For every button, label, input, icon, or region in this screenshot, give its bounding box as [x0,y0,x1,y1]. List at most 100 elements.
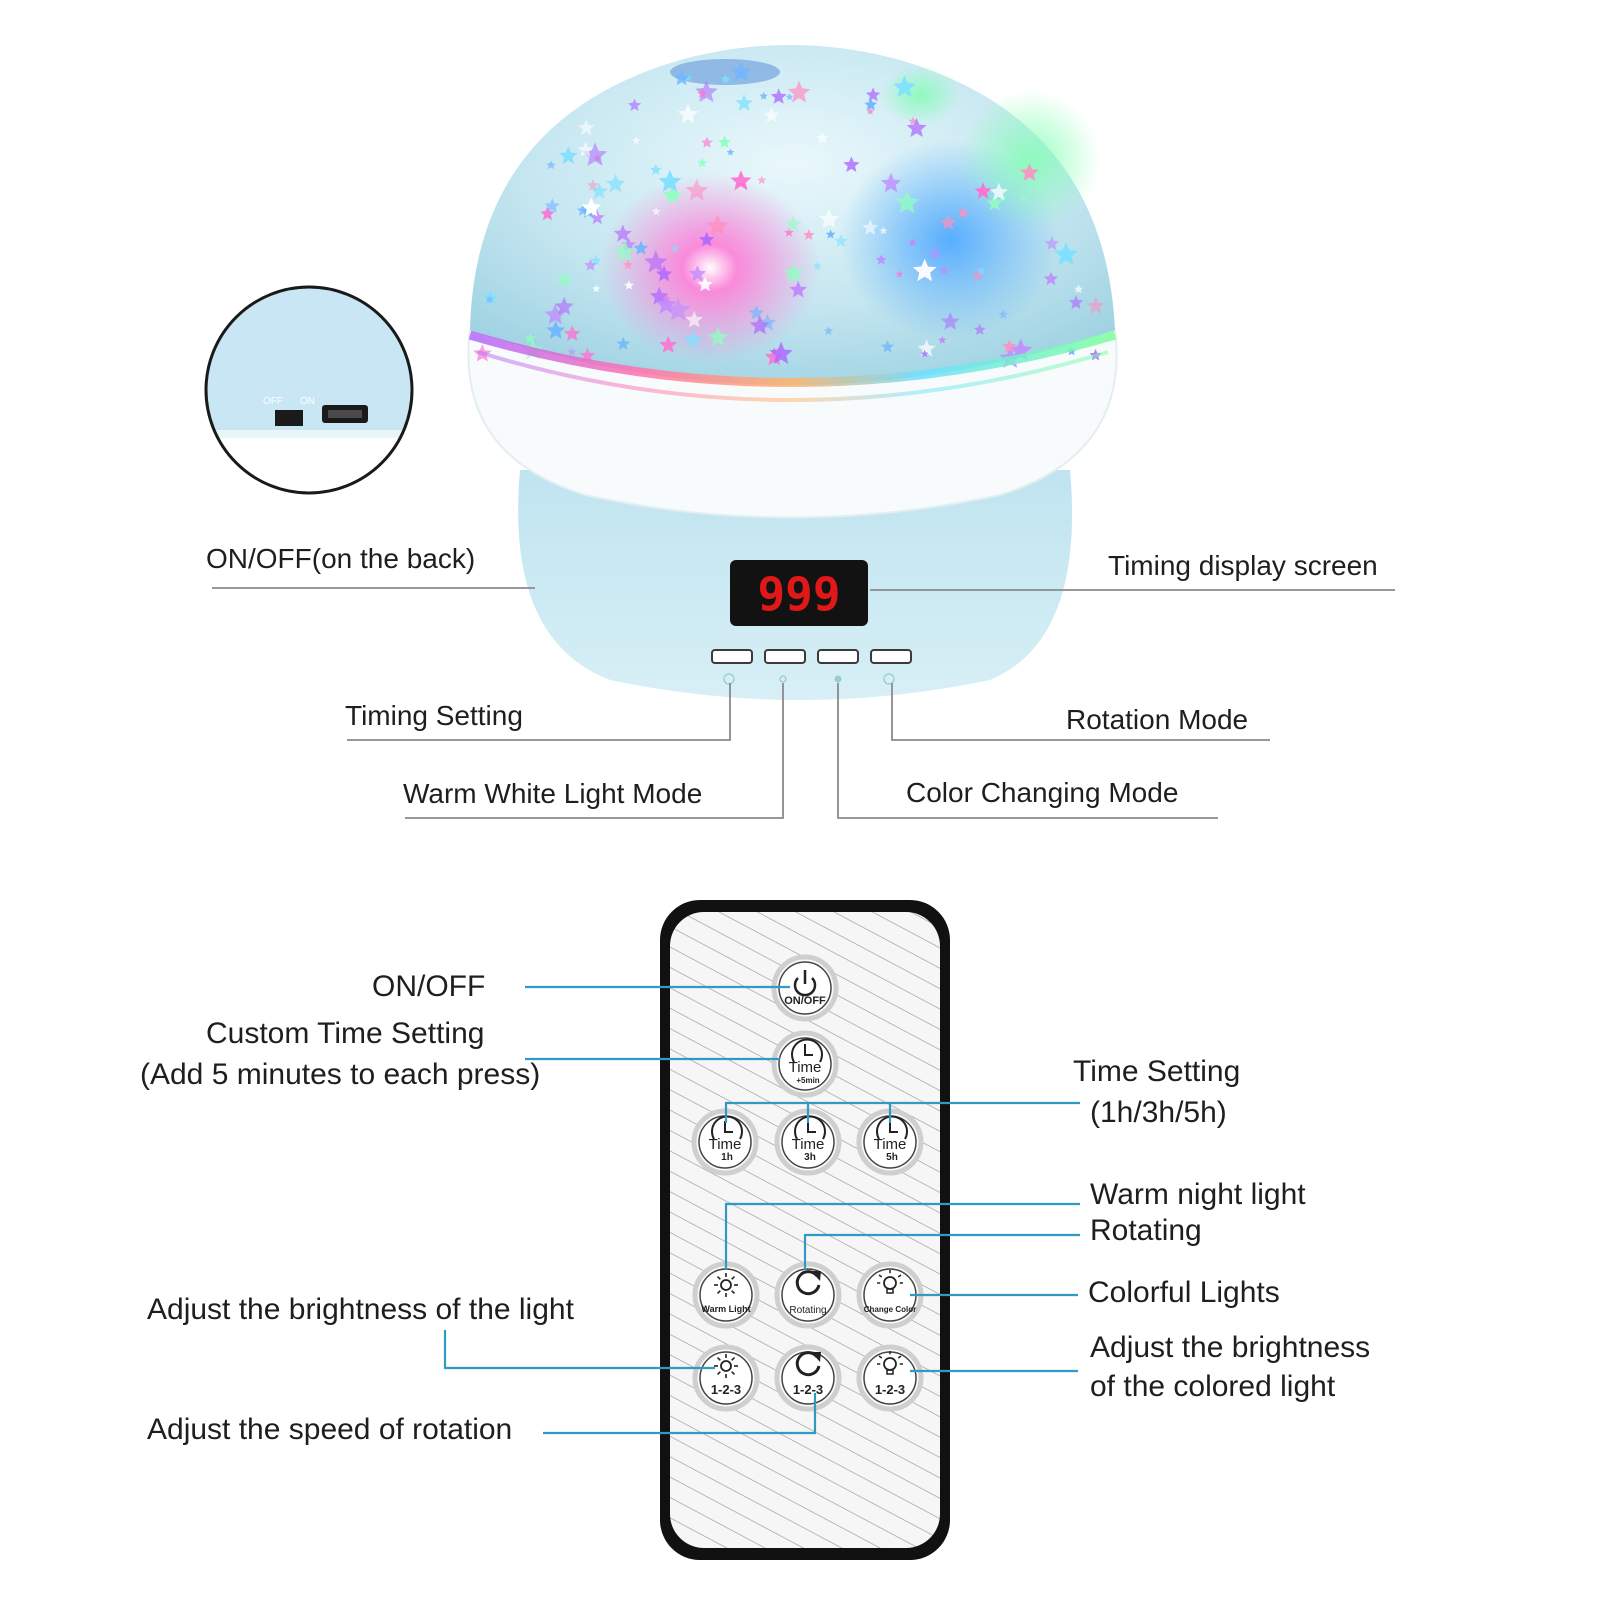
star-icon [1044,236,1059,250]
star-icon [816,131,829,144]
timing-button[interactable] [711,649,753,664]
star-icon [655,265,673,282]
star-icon [658,169,682,192]
star-icon [605,174,626,193]
star-icon [632,136,641,145]
button-text: 3h [804,1152,816,1163]
star-icon [912,258,937,282]
button-text: Time [874,1136,907,1153]
rotate-icon [795,1351,821,1377]
rainbow-band [468,330,1117,387]
star-icon [563,325,581,341]
label-color-changing: Color Changing Mode [906,777,1179,808]
warm-white-button[interactable] [764,649,806,664]
star-icon [834,234,848,247]
star-icon [939,265,949,275]
star-icon [628,98,642,111]
rotating-button[interactable]: Rotating [774,1261,842,1329]
label-on-off: ON/OFF [372,970,486,1003]
star-icon [893,75,916,97]
star-icon [784,215,802,232]
display-digits: 999 [757,567,840,621]
star-icon [787,80,811,103]
remote-leader-lines [443,985,1080,1435]
label-timing-setting: Timing Setting [345,700,523,731]
label-display-screen: Timing display screen [1108,550,1378,581]
star-icon [1068,295,1084,309]
sun-glyph-icon [779,675,787,683]
star-icon [1043,271,1059,286]
star-icon [485,295,494,303]
star-icon [586,179,599,191]
star-icon [683,73,693,82]
lamp-leader-lines [212,587,1395,819]
star-icon [1002,339,1017,353]
star-icon [624,280,635,290]
clock-icon [794,1115,826,1140]
button-text: ON/OFF [784,995,826,1007]
star-icon [577,141,594,157]
star-icon [757,175,767,185]
button-text: Change Color [864,1305,916,1314]
star-icon [735,94,753,111]
star-icon [927,246,943,260]
star-icon [677,103,699,124]
star-icon [590,254,602,266]
star-icon [784,227,794,237]
rotation-button[interactable] [870,649,912,664]
color-brightness-button[interactable]: 1-2-3 [856,1344,924,1412]
label-rotating: Rotating [1090,1214,1202,1247]
star-icon [1074,284,1084,294]
power-switch-inset: OFF ON [204,285,414,495]
star-icon [544,198,560,213]
star-icon [718,135,731,148]
rotation-speed-button[interactable]: 1-2-3 [774,1344,842,1412]
star-icon [666,297,691,321]
star-icon [581,197,602,217]
label-adjust-colored-1: Adjust the brightness [1090,1331,1371,1364]
star-icon [879,226,888,235]
star-icon [688,265,707,282]
star-icon [697,157,708,168]
projector-lamp: 999 [467,45,1118,700]
time-plus5-button[interactable]: Time+5min [771,1030,839,1098]
star-icon [670,243,680,253]
star-icon [544,303,566,325]
green-glow [960,90,1100,230]
star-icon [577,119,595,136]
button-text: Time [789,1059,822,1076]
color-change-button[interactable] [817,649,859,664]
star-icon [567,347,577,356]
star-icon [582,142,608,166]
star-icon [769,341,793,364]
star-icon [875,254,887,265]
star-icon [706,214,730,237]
star-icon [697,276,713,292]
label-warm-night: Warm night light [1090,1178,1306,1211]
star-icon [644,250,668,273]
button-text: Time [709,1136,742,1153]
label-time-setting-1: Time Setting [1073,1055,1241,1088]
star-icon [957,206,969,218]
sun-icon [720,1360,732,1372]
star-icon [699,231,715,247]
star-icon [546,320,566,339]
warm-light-button[interactable]: Warm Light [692,1261,760,1329]
star-icon [785,93,794,101]
timing-display [730,560,868,626]
star-icon [971,268,984,281]
clock-icon [876,1115,908,1140]
star-icon [989,182,1008,201]
star-icon [1086,296,1105,314]
label-warm-white: Warm White Light Mode [403,778,703,809]
warm-brightness-button[interactable]: 1-2-3 [692,1344,760,1412]
button-text: Rotating [789,1305,826,1316]
star-icon [865,87,881,102]
star-icon [803,229,815,240]
star-icon [662,185,682,204]
star-icon [818,208,840,229]
star-icon [590,182,608,199]
star-icon [895,190,920,214]
